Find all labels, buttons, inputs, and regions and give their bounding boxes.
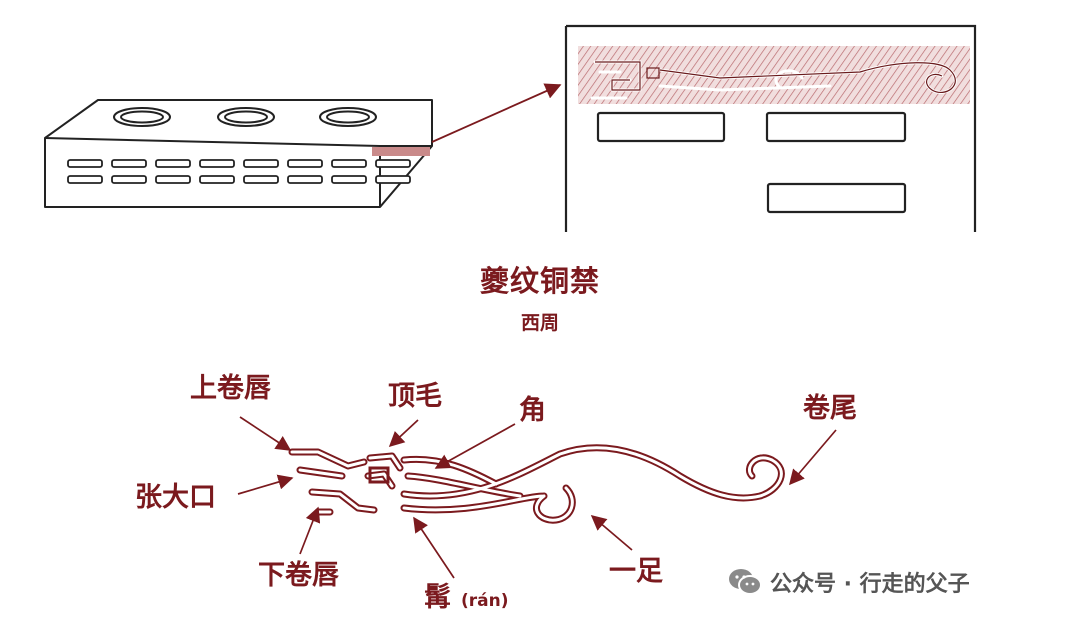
label-open-mouth: 张大口 [135,482,216,513]
label-whisker-pinyin: (rán) [461,591,509,611]
altar-slot [287,159,323,168]
altar-slot [111,175,147,184]
altar-slot [243,159,279,168]
wechat-icon [729,569,762,595]
altar-slot-openings [67,159,411,184]
altar-slot [111,159,147,168]
highlighted-panel-marker [372,147,430,156]
zoom-dragon-ink [595,61,956,93]
altar-slot [331,175,367,184]
label-lower-lip: 下卷唇 [258,560,339,591]
zoom-panel [564,24,977,232]
altar-slot [67,175,103,184]
label-whisker: 髯 [424,582,451,613]
altar-slot [199,175,235,184]
zoom-arrow [431,83,562,143]
altar-slot [375,159,411,168]
altar-slot [199,159,235,168]
kui-dragon-outline [288,444,785,524]
altar-slot [155,175,191,184]
diagram-title: 夔纹铜禁 [479,264,600,298]
diagram-subtitle: 西周 [520,312,559,334]
altar-slot [155,159,191,168]
label-top-hair: 顶毛 [388,381,442,412]
zoom-dragon-eye [646,67,660,79]
label-curled-tail: 卷尾 [803,393,857,424]
altar-slot [67,159,103,168]
label-horn: 角 [519,395,546,426]
altar-slot [331,159,367,168]
kui-dragon-eye [368,466,390,484]
label-arrows [237,416,837,579]
watermark: 公众号 · 行走的父子 [728,565,970,599]
altar-slot [375,175,411,184]
watermark-text: 公众号 · 行走的父子 [770,572,970,597]
altar-slot [243,175,279,184]
label-upper-lip: 上卷唇 [190,373,271,404]
label-foot: 一足 [609,556,663,587]
zoom-panel-slots [596,111,907,214]
altar-slot [287,175,323,184]
